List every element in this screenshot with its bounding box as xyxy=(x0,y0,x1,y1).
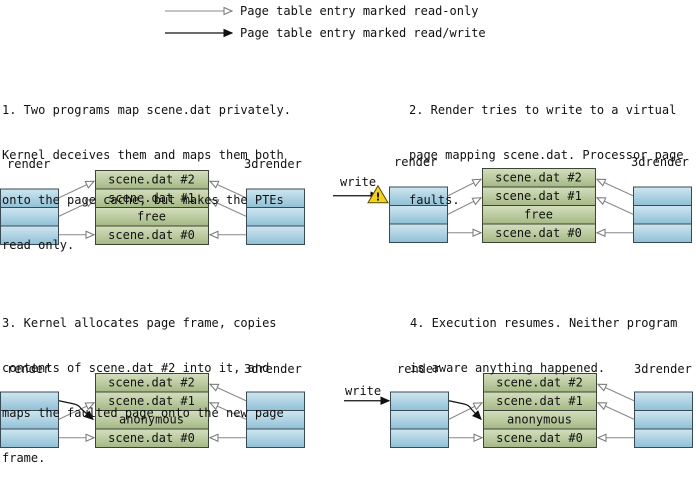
page-frame-label: scene.dat #0 xyxy=(495,226,582,240)
caption-line: maps the faulted page onto the new page xyxy=(2,406,284,420)
page-frame-label: scene.dat #0 xyxy=(108,431,195,445)
readonly-arrow xyxy=(58,403,94,420)
readonly-arrow xyxy=(597,179,634,197)
3drender-label: 3drender xyxy=(634,362,692,376)
legend-readwrite-label: Page table entry marked read/write xyxy=(240,26,486,40)
3drender-virtual-page xyxy=(634,410,693,430)
render-virtual-page xyxy=(390,410,449,430)
readonly-arrow xyxy=(210,200,247,217)
caption-line: faults. xyxy=(409,193,460,207)
readwrite-arrow xyxy=(58,400,93,420)
3drender-virtual-page xyxy=(634,428,693,448)
caption-line: frame. xyxy=(2,451,46,465)
3drender-label: 3drender xyxy=(244,157,302,171)
page-frame-label: scene.dat #0 xyxy=(496,431,583,445)
diagram-svg: scene.dat #2 scene.dat #1 free scene.dat #0… xyxy=(0,0,693,448)
page-frame xyxy=(95,428,209,448)
3drender-virtual-page xyxy=(633,223,692,243)
caption-line: 3. Kernel allocates page frame, copies xyxy=(2,316,277,330)
readonly-arrow xyxy=(210,384,247,402)
caption-line: contents of scene.dat #2 into it, and xyxy=(2,361,270,375)
write-label: write xyxy=(340,175,377,189)
page-frame xyxy=(483,428,597,448)
caption-line: 1. Two programs map scene.dat privately. xyxy=(2,103,291,117)
page-frame-label: free xyxy=(524,208,553,222)
render-virtual-page xyxy=(389,223,448,243)
readonly-arrow xyxy=(447,198,481,215)
caption-line: page mapping scene.dat. Processor page xyxy=(409,148,684,162)
panel-2: scene.dat #2 scene.dat #1 free scene.dat #0… xyxy=(333,168,692,243)
panel-4: scene.dat #2 scene.dat #1 anonymous scene.d… xyxy=(344,373,693,448)
caption-panel-3: 3. Kernel allocates page frame, copies c… xyxy=(2,286,284,496)
page-frame-label: scene.dat #0 xyxy=(108,228,195,242)
readonly-arrow xyxy=(447,179,481,197)
caption-line: Kernel deceives them and maps them both xyxy=(2,148,284,162)
page-frame-label: scene.dat #1 xyxy=(108,191,195,205)
cow-diagram: scene.dat #2 scene.dat #1 free scene.dat #0… xyxy=(0,0,693,465)
page-frame-label: scene.dat #2 xyxy=(108,173,195,187)
caption-line: is aware anything happened. xyxy=(410,361,606,375)
page-frame-label: scene.dat #1 xyxy=(108,394,195,408)
3drender-label: 3drender xyxy=(244,362,302,376)
page-frame-label: anonymous xyxy=(119,413,184,427)
3drender-virtual-page xyxy=(246,225,305,245)
readonly-arrow xyxy=(598,384,635,402)
render-virtual-page xyxy=(390,428,449,448)
readonly-arrow xyxy=(58,200,94,217)
caption-line: onto the page cache, but makes the PTEs xyxy=(2,193,284,207)
caption-line: 4. Execution resumes. Neither program xyxy=(410,316,678,330)
readonly-arrow xyxy=(58,181,94,199)
panel-1: scene.dat #2 scene.dat #1 free scene.dat #0 xyxy=(0,170,305,245)
readonly-arrow xyxy=(597,198,634,215)
page-frame-label: scene.dat #1 xyxy=(495,189,582,203)
readonly-arrow xyxy=(210,181,247,199)
write-label: write xyxy=(345,384,382,398)
caption-panel-2: 2. Render tries to write to a virtual pa… xyxy=(409,73,684,238)
readonly-arrow xyxy=(210,403,247,420)
warning-icon xyxy=(367,184,389,204)
render-label: render xyxy=(7,157,51,171)
caption-line: read only. xyxy=(2,238,75,252)
render-label: render xyxy=(397,362,441,376)
page-frame-label: scene.dat #2 xyxy=(496,376,583,390)
page-frame-label: scene.dat #2 xyxy=(108,376,195,390)
render-virtual-page xyxy=(0,225,59,245)
render-virtual-page xyxy=(0,428,59,448)
caption-line: 2. Render tries to write to a virtual xyxy=(409,103,677,117)
readonly-arrow xyxy=(598,403,635,420)
page-frame-label: anonymous xyxy=(507,413,572,427)
page-frame-label: scene.dat #2 xyxy=(495,171,582,185)
3drender-label: 3drender xyxy=(631,155,689,169)
panel-3: scene.dat #2 scene.dat #1 anonymous scene.d… xyxy=(0,373,305,448)
caption-panel-4: 4. Execution resumes. Neither program is… xyxy=(410,286,677,406)
warning-mark: ! xyxy=(375,190,380,203)
render-label: render xyxy=(7,362,51,376)
legend-readonly-label: Page table entry marked read-only xyxy=(240,4,479,18)
page-frame-label: scene.dat #1 xyxy=(496,394,583,408)
render-label: render xyxy=(394,155,438,169)
3drender-virtual-page xyxy=(246,428,305,448)
caption-panel-1: 1. Two programs map scene.dat privately.… xyxy=(2,73,291,283)
page-frame xyxy=(95,225,209,245)
page-frame xyxy=(482,223,596,243)
readwrite-arrow xyxy=(448,400,481,420)
readonly-arrow xyxy=(448,403,482,420)
page-frame-label: free xyxy=(137,210,166,224)
